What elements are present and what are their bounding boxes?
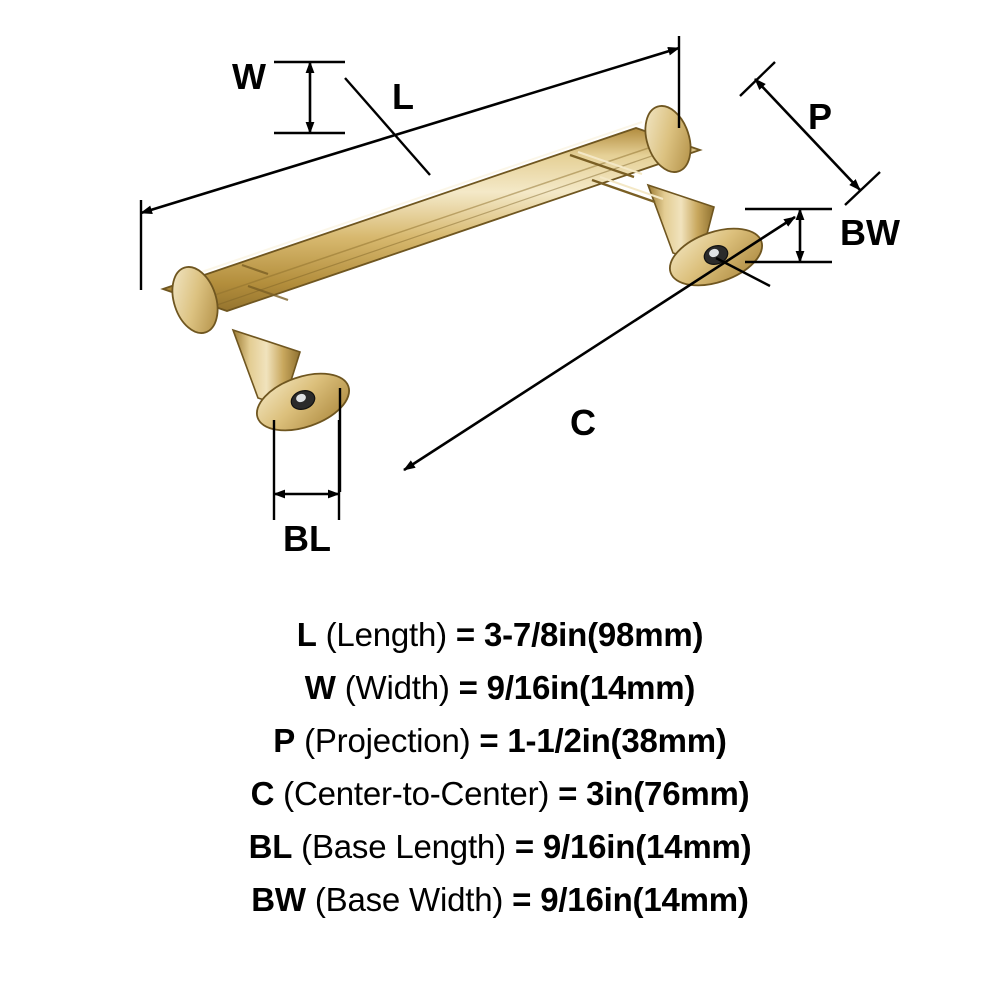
spec-equals: = <box>458 669 478 706</box>
dimension-line-l <box>140 46 680 215</box>
spec-row: BL (Base Length) = 9/16in(14mm) <box>249 820 752 873</box>
leader-line-l <box>344 77 431 176</box>
spec-name: (Length) <box>325 616 448 653</box>
spec-value: 1-1/2in(38mm) <box>507 722 727 759</box>
dimension-label-p: P <box>808 96 833 137</box>
spec-name: (Width) <box>344 669 450 706</box>
spec-value: 9/16in(14mm) <box>486 669 696 706</box>
spec-code: L <box>296 616 317 653</box>
spec-value: 9/16in(14mm) <box>540 881 749 918</box>
spec-value: 3in(76mm) <box>586 775 750 812</box>
spec-code: BL <box>248 828 293 865</box>
dimension-diagram: W L P BW C BL <box>139 36 900 559</box>
dimension-label-l: L <box>392 76 414 117</box>
spec-name: (Base Width) <box>314 881 504 918</box>
spec-name: (Base Length) <box>301 828 506 865</box>
spec-equals: = <box>455 616 475 653</box>
spec-value: 3-7/8in(98mm) <box>483 616 704 653</box>
bar-left-end-cap <box>171 266 219 334</box>
bar-left-rings <box>241 263 289 302</box>
dimension-label-c: C <box>570 402 596 443</box>
spec-row: W (Width) = 9/16in(14mm) <box>304 661 696 714</box>
specification-list: L (Length) = 3-7/8in(98mm) W (Width) = 9… <box>0 600 1000 1000</box>
dimension-line-p <box>754 78 861 191</box>
spec-equals: = <box>558 775 578 812</box>
spec-code: W <box>304 669 336 706</box>
spec-row: BW (Base Width) = 9/16in(14mm) <box>251 873 749 926</box>
spec-code: BW <box>251 881 306 918</box>
diagram-svg <box>139 36 881 520</box>
dimension-lines <box>139 36 881 520</box>
product-illustration <box>160 105 764 432</box>
dimension-label-bw: BW <box>840 212 900 253</box>
spec-code: P <box>273 722 296 759</box>
spec-equals: = <box>512 881 532 918</box>
spec-name: (Center-to-Center) <box>283 775 550 812</box>
extension-line-p-bottom <box>844 171 881 206</box>
spec-equals: = <box>514 828 534 865</box>
dimension-label-w: W <box>232 56 266 97</box>
left-base-flange <box>255 372 351 432</box>
dimension-label-bl: BL <box>283 518 331 559</box>
spec-row: L (Length) = 3-7/8in(98mm) <box>297 608 704 661</box>
spec-equals: = <box>479 722 499 759</box>
leader-line-c-right <box>715 256 771 288</box>
spec-code: C <box>250 775 275 812</box>
spec-name: (Projection) <box>304 722 471 759</box>
spec-row: P (Projection) = 1-1/2in(38mm) <box>273 714 727 767</box>
spec-value: 9/16in(14mm) <box>542 828 752 865</box>
dimension-line-c <box>403 215 796 472</box>
extension-line-p-top <box>739 61 776 97</box>
bar-body <box>160 121 703 312</box>
spec-row: C (Center-to-Center) = 3in(76mm) <box>251 767 750 820</box>
